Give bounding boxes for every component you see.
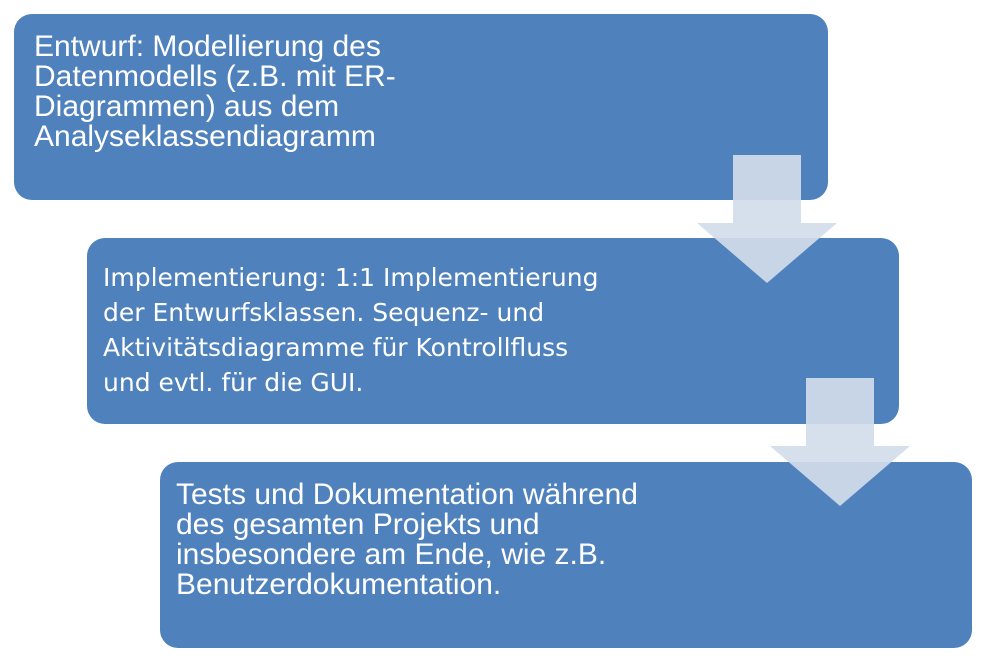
step-text-implementierung: Implementierung: 1:1 Implementierung der… (103, 263, 599, 397)
step-text-tests: Tests und Dokumentation während des gesa… (176, 478, 638, 601)
step-box-entwurf: Entwurf: Modellierung des Datenmodells (… (14, 14, 828, 200)
down-arrow-icon (770, 378, 910, 506)
step-box-tests: Tests und Dokumentation während des gesa… (160, 462, 972, 648)
down-arrow-icon (697, 155, 837, 283)
step-text-entwurf: Entwurf: Modellierung des Datenmodells (… (34, 30, 396, 153)
